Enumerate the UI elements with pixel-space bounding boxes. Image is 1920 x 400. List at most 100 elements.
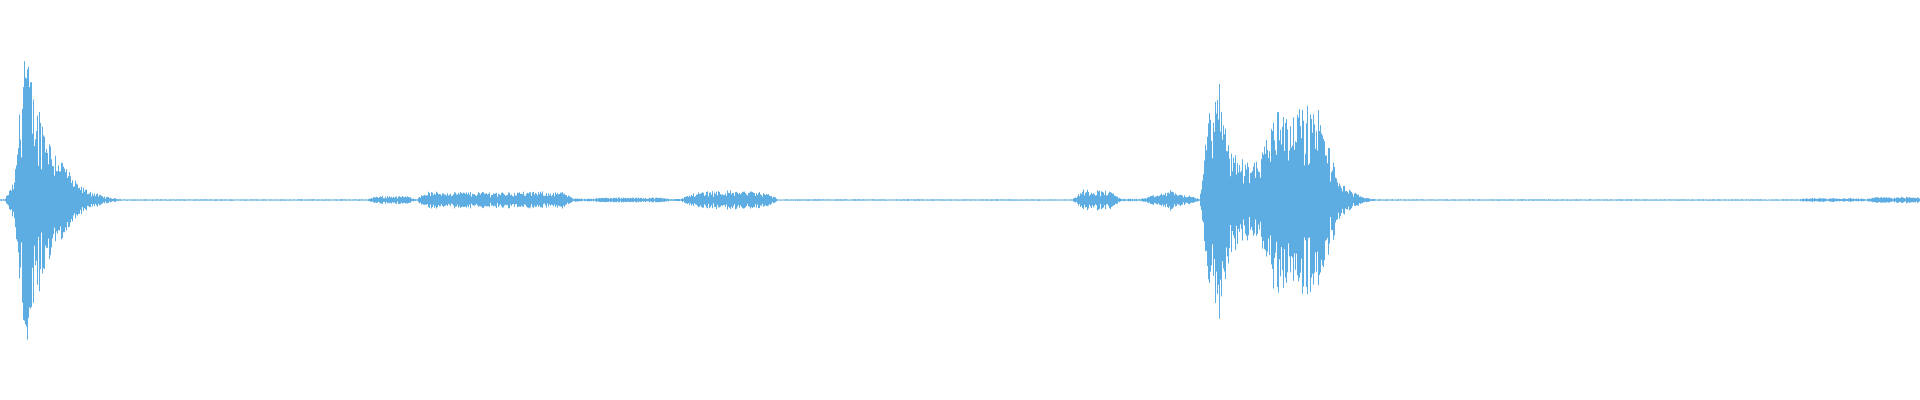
waveform-sample-bar [446, 195, 447, 205]
waveform-sample-bar [1773, 199, 1774, 201]
waveform-sample-bar [1016, 199, 1017, 201]
waveform-sample-bar [1826, 198, 1827, 201]
waveform-sample-bar [581, 198, 582, 202]
waveform-sample-bar [1411, 199, 1412, 201]
waveform-sample-bar [1918, 197, 1919, 203]
waveform-sample-bar [1783, 199, 1784, 201]
waveform-sample-bar [160, 199, 161, 201]
waveform-sample-bar [876, 199, 877, 201]
waveform-sample-bar [636, 197, 637, 203]
waveform-sample-bar [93, 195, 94, 205]
waveform-sample-bar [1361, 197, 1362, 204]
waveform-sample-bar [789, 199, 790, 201]
waveform-sample-bar [1832, 198, 1833, 202]
waveform-sample-bar [1643, 199, 1644, 201]
waveform-sample-bar [853, 199, 854, 201]
waveform-sample-bar [1842, 199, 1843, 201]
waveform-sample-bar [1791, 199, 1792, 201]
waveform-sample-bar [535, 193, 536, 208]
waveform-sample-bar [1316, 131, 1317, 272]
waveform-sample-bar [736, 191, 737, 209]
waveform-sample-bar [352, 199, 353, 201]
waveform-sample-bar [1698, 199, 1699, 201]
waveform-sample-bar [536, 193, 537, 207]
waveform-sample-bar [623, 197, 624, 203]
waveform-sample-bar [217, 199, 218, 201]
waveform-sample-bar [1863, 198, 1864, 202]
waveform-sample-bar [1623, 199, 1624, 201]
waveform-sample-bar [170, 199, 171, 201]
waveform-sample-bar [388, 197, 389, 203]
waveform-sample-bar [558, 194, 559, 206]
waveform-sample-bar [10, 189, 11, 211]
waveform-sample-bar [1894, 197, 1895, 203]
waveform-sample-bar [735, 192, 736, 210]
waveform-sample-bar [570, 196, 571, 204]
waveform-sample-bar [1307, 105, 1308, 295]
waveform-sample-bar [1036, 199, 1037, 201]
waveform-sample-bar [1251, 172, 1252, 227]
waveform-sample-bar [1030, 199, 1031, 201]
waveform-sample-bar [355, 199, 356, 201]
waveform-sample-bar [61, 162, 62, 240]
waveform-sample-bar [1246, 169, 1247, 236]
waveform-sample-bar [1586, 199, 1587, 201]
waveform-sample-bar [1495, 199, 1496, 201]
waveform-sample-bar [1560, 199, 1561, 201]
waveform-sample-bar [1527, 199, 1528, 201]
waveform-sample-bar [1152, 195, 1153, 205]
waveform-sample-bar [793, 199, 794, 201]
waveform-sample-bar [728, 192, 729, 207]
waveform-sample-bar [1569, 199, 1570, 201]
waveform-sample-bar [1262, 152, 1263, 249]
waveform-sample-bar [1001, 199, 1002, 201]
waveform-sample-bar [604, 197, 605, 203]
waveform-sample-bar [433, 195, 434, 205]
waveform-sample-bar [220, 199, 221, 201]
waveform-sample-bar [199, 199, 200, 201]
waveform-sample-bar [877, 199, 878, 201]
waveform-sample-bar [649, 197, 650, 203]
waveform-sample-bar [1761, 199, 1762, 201]
waveform-sample-bar [1554, 199, 1555, 201]
waveform-sample-bar [899, 199, 900, 201]
waveform-sample-bar [1840, 199, 1841, 201]
waveform-sample-bar [390, 197, 391, 203]
waveform-sample-bar [429, 192, 430, 208]
waveform-sample-bar [530, 192, 531, 208]
waveform-sample-bar [1003, 199, 1004, 201]
waveform-sample-bar [938, 199, 939, 201]
waveform-sample-bar [294, 199, 295, 201]
waveform-sample-bar [1100, 196, 1101, 204]
waveform-sample-bar [796, 199, 797, 201]
waveform-sample-bar [672, 199, 673, 201]
waveform-sample-bar [282, 199, 283, 201]
waveform-sample-bar [613, 197, 614, 203]
waveform-sample-bar [1782, 199, 1783, 201]
waveform-sample-bar [538, 192, 539, 207]
waveform-sample-bar [810, 199, 811, 201]
waveform-sample-bar [247, 199, 248, 201]
waveform-sample-bar [960, 199, 961, 201]
waveform-sample-bar [1340, 185, 1341, 216]
waveform-sample-bar [1355, 192, 1356, 206]
waveform-sample-bar [1490, 199, 1491, 201]
waveform-sample-bar [1053, 199, 1054, 201]
waveform-sample-bar [1897, 197, 1898, 203]
waveform-sample-bar [1169, 193, 1170, 207]
waveform-sample-bar [1580, 199, 1581, 201]
waveform-sample-bar [1346, 190, 1347, 209]
waveform-sample-bar [1455, 199, 1456, 201]
waveform-sample-bar [1508, 199, 1509, 201]
waveform-sample-bar [1290, 126, 1291, 273]
waveform-sample-bar [1300, 126, 1301, 273]
waveform-sample-bar [171, 199, 172, 201]
waveform-sample-bar [974, 199, 975, 201]
waveform-sample-bar [600, 198, 601, 202]
waveform-sample-bar [4, 199, 5, 201]
waveform-sample-bar [269, 199, 270, 201]
waveform-sample-bar [550, 193, 551, 206]
waveform-sample-bar [1727, 199, 1728, 201]
waveform-sample-bar [609, 199, 610, 202]
waveform-sample-bar [95, 196, 96, 204]
